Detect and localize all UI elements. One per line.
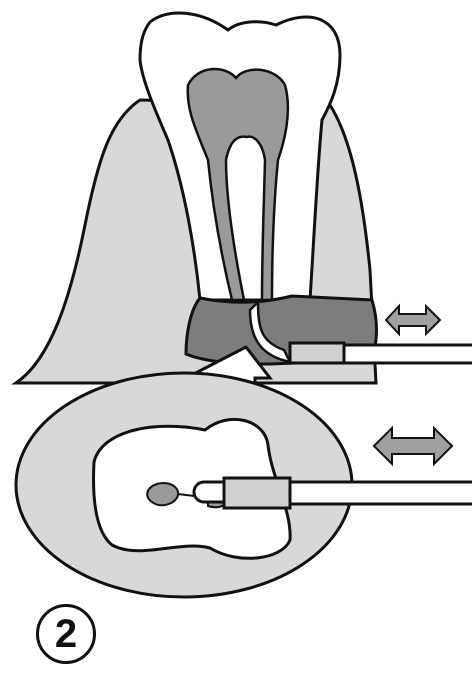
upper-instrument-collar bbox=[290, 343, 344, 363]
canal-spot bbox=[147, 483, 178, 505]
step-number-badge: 2 bbox=[36, 604, 96, 664]
double-headed-arrow-upper bbox=[386, 306, 440, 334]
lower-instrument-shaft bbox=[290, 482, 472, 504]
lower-instrument-collar bbox=[224, 478, 290, 508]
double-headed-arrow-lower bbox=[374, 428, 452, 464]
upper-instrument-shaft bbox=[344, 345, 472, 363]
step-number-text: 2 bbox=[55, 612, 77, 657]
